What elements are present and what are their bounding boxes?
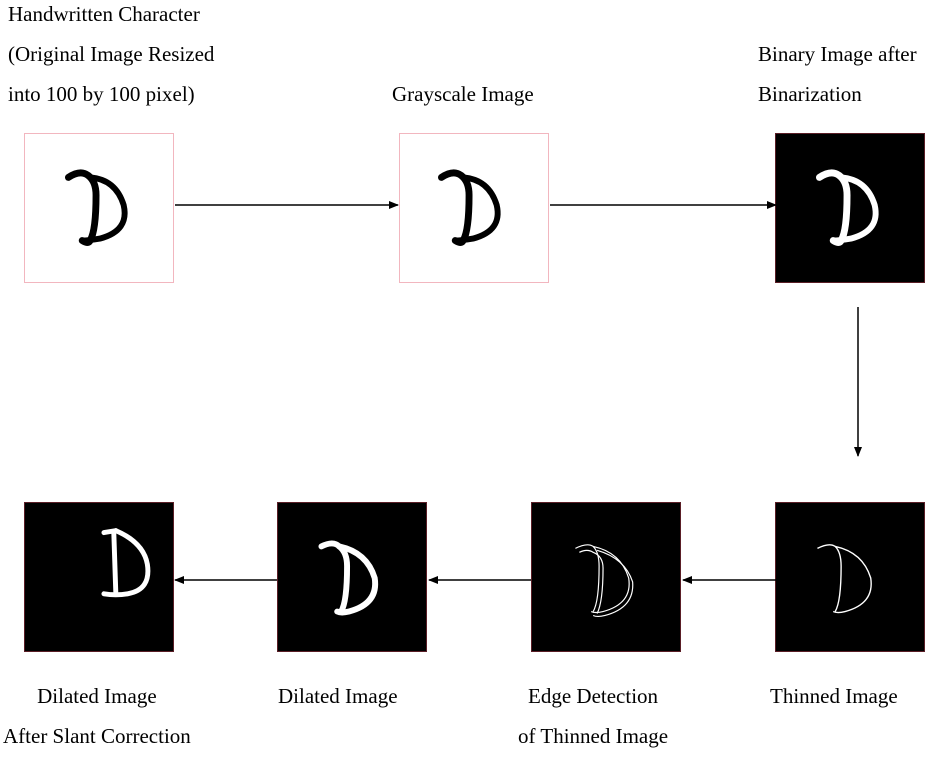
label-original-line1: Handwritten Character [8,2,200,26]
grayscale-d-glyph [437,169,501,246]
label-thinned-line1: Thinned Image [770,684,898,708]
grayscale-image-panel [399,133,549,283]
thinned-image-panel [775,502,925,652]
binary-d-glyph [815,169,879,246]
label-edge-line1: Edge Detection [528,684,659,708]
handwritten-d-glyph [64,169,128,246]
label-edge-line2: of Thinned Image [518,724,669,748]
label-binary: Binary Image after Binarization [758,34,917,114]
label-edge: Edge Detection of Thinned Image [518,676,668,756]
edge-detection-image-panel [531,502,681,652]
label-original-line3: into 100 by 100 pixel) [8,82,195,106]
label-dilated-slant: Dilated Image After Slant Correction [3,676,191,756]
thinned-d-glyph [817,544,872,614]
binary-image-panel [775,133,925,283]
label-grayscale-line1: Grayscale Image [392,82,534,106]
label-original-line2: (Original Image Resized [8,42,215,66]
label-dilated: Dilated Image [278,676,398,716]
label-binary-line1: Binary Image after [758,42,917,66]
label-dilated-slant-line1: Dilated Image [37,684,157,708]
original-image-panel [24,133,174,283]
label-dilated-line1: Dilated Image [278,684,398,708]
label-dilated-slant-line2: After Slant Correction [3,724,191,748]
label-original: Handwritten Character (Original Image Re… [8,0,214,114]
edge-d-glyph [575,544,634,618]
dilated-image-panel [277,502,427,652]
label-grayscale: Grayscale Image [392,74,534,114]
label-thinned: Thinned Image [770,676,898,716]
dilated-d-glyph [318,540,379,616]
dilated-slant-corrected-image-panel [24,502,174,652]
label-binary-line2: Binarization [758,82,862,106]
slant-corrected-d-glyph [101,528,151,598]
